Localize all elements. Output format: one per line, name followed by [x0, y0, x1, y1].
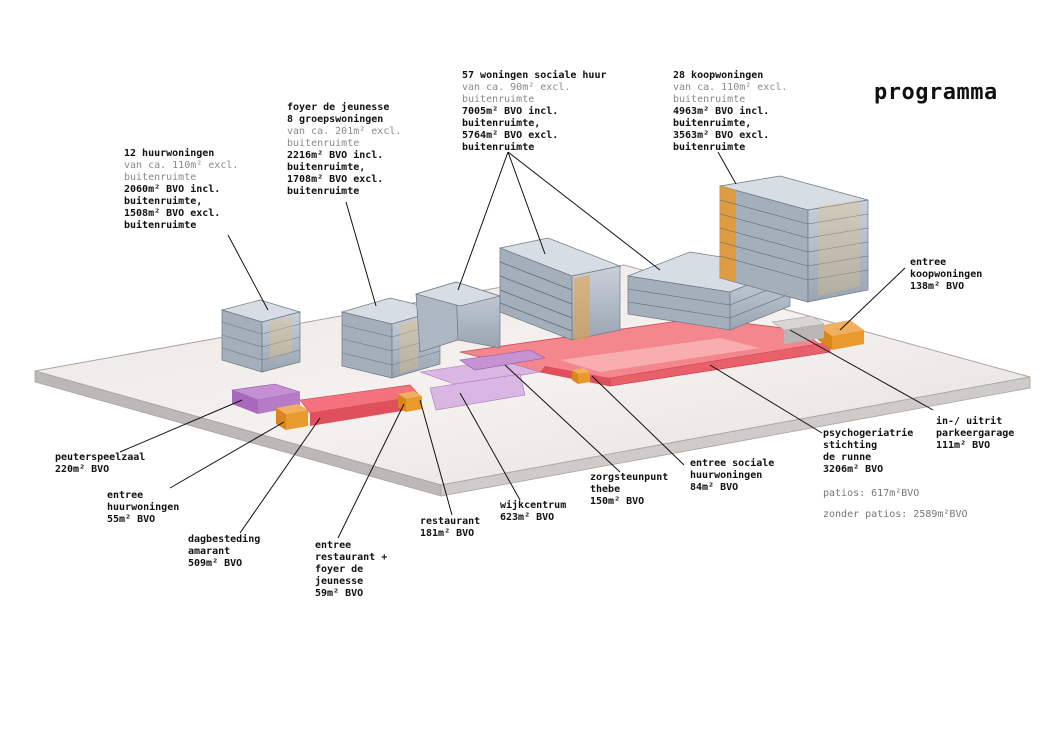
label-line: jeunesse: [315, 576, 364, 587]
label-line: dagbesteding: [188, 534, 261, 545]
label-line: 138m² BVO: [910, 281, 965, 292]
label-line: van ca. 110m² excl.: [124, 160, 239, 171]
label-line: in-/ uitrit: [936, 416, 1003, 427]
label-line: koopwoningen: [910, 269, 983, 280]
label-line: 84m² BVO: [690, 482, 739, 493]
label-line: 1708m² BVO excl.: [287, 174, 384, 185]
care-podium: [299, 317, 832, 426]
label-line: buitenruimte: [124, 220, 197, 231]
label-line: huurwoningen: [690, 470, 763, 481]
label-line: buitenruimte: [287, 186, 360, 197]
label-line: 2060m² BVO incl.: [124, 184, 221, 195]
ground-plate: [34, 264, 1031, 497]
label-line: 509m² BVO: [188, 558, 243, 569]
label-line: zorgsteunpunt: [590, 472, 669, 483]
label-line: 3206m² BVO: [823, 464, 884, 475]
label-line: 55m² BVO: [107, 514, 156, 525]
housing-block-foyer: [340, 281, 502, 379]
label-line: 220m² BVO: [55, 464, 110, 475]
label-line: 5764m² BVO excl.: [462, 130, 559, 141]
label-line: 1508m² BVO excl.: [124, 208, 221, 219]
label-line: van ca. 110m² excl.: [673, 82, 788, 93]
label-line: entree: [315, 540, 352, 551]
label-line: 28 koopwoningen: [673, 70, 764, 81]
label-line: 4963m² BVO incl.: [673, 106, 770, 117]
label-line: parkeergarage: [936, 428, 1015, 439]
label-line: 8 groepswoningen: [287, 114, 384, 125]
label-line: stichting: [823, 440, 878, 451]
label-line: 7005m² BVO incl.: [462, 106, 559, 117]
label-line: van ca. 90m² excl.: [462, 82, 571, 93]
label-line: buitenruimte: [673, 94, 746, 105]
label-line: wijkcentrum: [500, 500, 567, 511]
label-line: 111m² BVO: [936, 440, 991, 451]
label-line: amarant: [188, 546, 231, 557]
label-line: peuterspeelzaal: [55, 452, 146, 463]
label-line: buitenruimte,: [462, 118, 541, 129]
label-line: buitenruimte: [462, 142, 535, 153]
label-line: buitenruimte: [462, 94, 535, 105]
label-line: 59m² BVO: [315, 588, 364, 599]
label-line: thebe: [590, 484, 621, 495]
label-line: buitenruimte: [124, 172, 197, 183]
label-line: 12 huurwoningen: [124, 148, 215, 159]
label-line: 181m² BVO: [420, 528, 475, 539]
label-line: foyer de jeunesse: [287, 102, 390, 113]
entrance-cubes: [276, 315, 864, 430]
leader-lines: [119, 151, 934, 539]
label-line: buitenruimte: [673, 142, 746, 153]
label-line: buitenruimte,: [124, 196, 203, 207]
label-line: 623m² BVO: [500, 512, 555, 523]
label-line: van ca. 201m² excl.: [287, 126, 402, 137]
label-line: buitenruimte: [287, 138, 360, 149]
housing-block-sociale: [498, 237, 792, 341]
label-line: entree sociale: [690, 458, 775, 469]
housing-block-huurwoningen: [220, 299, 302, 373]
label-line: foyer de: [315, 564, 364, 575]
label-line: restaurant: [420, 516, 481, 527]
label-line: psychogeriatrie: [823, 428, 914, 439]
label-line: 2216m² BVO incl.: [287, 150, 384, 161]
housing-block-koop: [719, 175, 869, 303]
stat-zonder-patios: zonder patios: 2589m²BVO: [823, 509, 968, 520]
label-line: 57 woningen sociale huur: [462, 70, 607, 81]
label-line: 3563m² BVO excl.: [673, 130, 770, 141]
stat-patios: patios: 617m²BVO: [823, 488, 920, 499]
label-line: entree: [107, 490, 144, 501]
label-line: entree: [910, 257, 947, 268]
label-line: de runne: [823, 452, 872, 463]
label-line: huurwoningen: [107, 502, 180, 513]
page-title: programma: [874, 80, 998, 105]
label-line: 150m² BVO: [590, 496, 645, 507]
label-line: buitenruimte,: [287, 162, 366, 173]
community-blocks: [230, 349, 546, 414]
label-line: restaurant +: [315, 552, 388, 563]
label-line: buitenruimte,: [673, 118, 752, 129]
